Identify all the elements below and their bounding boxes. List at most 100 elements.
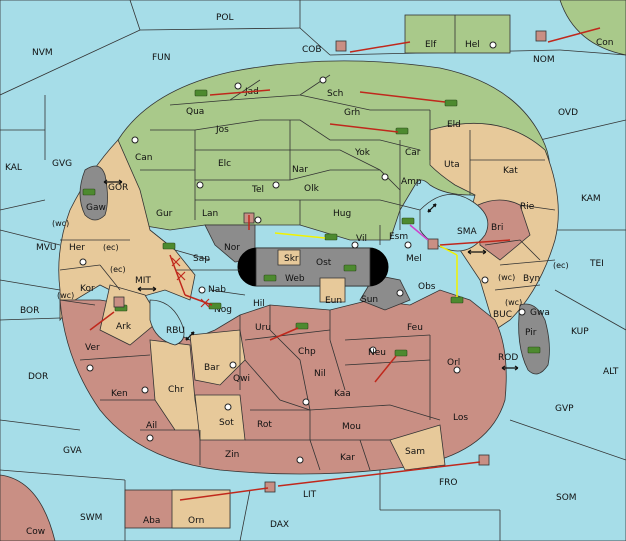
label-wc2: (wc) xyxy=(57,291,74,300)
fleet-icon-LIT xyxy=(264,481,276,493)
arrow-Ver-Ark xyxy=(89,311,115,331)
label-Sot: Sot xyxy=(219,418,234,428)
label-Elf: Elf xyxy=(425,40,437,50)
arrow-support-Vil xyxy=(274,232,326,239)
label-Web: Web xyxy=(285,274,305,284)
label-NOM: NOM xyxy=(533,55,555,65)
label-Hel: Hel xyxy=(465,40,480,50)
label-Her: Her xyxy=(69,243,85,253)
province-Eun[interactable] xyxy=(319,277,346,303)
province-Sam[interactable] xyxy=(389,424,446,471)
label-BUC: BUC xyxy=(493,310,512,320)
label-Pir: Pir xyxy=(525,328,537,338)
arrow-LIT-FRO xyxy=(277,461,481,487)
canal-Mel xyxy=(467,249,487,255)
label-Nab: Nab xyxy=(208,285,226,295)
label-Orl: Orl xyxy=(447,358,460,368)
canal-MIT xyxy=(137,286,157,292)
label-MIT: MIT xyxy=(135,276,151,286)
army-icon-Qua xyxy=(194,89,208,97)
label-Lan: Lan xyxy=(202,209,218,219)
label-Hil: Hil xyxy=(253,299,265,309)
label-GVP: GVP xyxy=(555,404,574,414)
label-Uru: Uru xyxy=(255,323,271,333)
arrow-Con-NOM xyxy=(547,27,601,43)
label-wc3: (wc) xyxy=(498,273,515,282)
label-ec2: (ec) xyxy=(110,265,126,274)
label-Feu: Feu xyxy=(407,323,423,333)
void-marker-Nab xyxy=(176,271,186,281)
label-Nor: Nor xyxy=(224,243,240,253)
label-Cow: Cow xyxy=(26,527,45,537)
label-Qwi: Qwi xyxy=(233,374,250,384)
label-Sap: Sap xyxy=(193,254,210,264)
label-Ken: Ken xyxy=(111,389,128,399)
province-RBU-inlet xyxy=(149,299,185,346)
canal-markers xyxy=(103,179,519,371)
label-Byn: Byn xyxy=(523,274,540,284)
label-GOR: GOR xyxy=(108,183,128,193)
army-icon-Neu xyxy=(394,349,408,357)
label-Gwa: Gwa xyxy=(530,308,550,318)
void-marker-Sap xyxy=(171,257,181,267)
label-Can: Can xyxy=(135,153,153,163)
void-marker-Nog xyxy=(200,298,210,308)
label-Ost: Ost xyxy=(316,258,332,268)
label-Chp: Chp xyxy=(298,347,316,357)
arrow-Jad-Qua xyxy=(209,89,271,96)
label-Nog: Nog xyxy=(214,305,232,315)
label-Con: Con xyxy=(596,38,614,48)
label-OVD: OVD xyxy=(558,108,578,118)
province-Bri[interactable] xyxy=(477,199,531,261)
province-Bar[interactable] xyxy=(189,329,246,386)
army-icon-Vil xyxy=(324,233,338,241)
region-green xyxy=(117,60,551,241)
province-Skr[interactable] xyxy=(277,249,301,266)
army-icon-Sap xyxy=(162,242,176,250)
arrow-Orn-LIT xyxy=(179,487,269,501)
label-wc1: (wc) xyxy=(52,219,69,228)
fleet-icon-Ark xyxy=(113,296,125,308)
arrow-Nab-Nog xyxy=(184,294,213,306)
province-Pir[interactable] xyxy=(518,303,550,375)
label-Gaw: Gaw xyxy=(86,203,106,213)
canal-GOR xyxy=(103,179,123,185)
fleet-icon-Mel xyxy=(427,238,439,250)
label-Ark: Ark xyxy=(116,322,132,332)
label-Esm: Esm xyxy=(389,232,408,242)
order-arrows xyxy=(89,27,601,501)
label-Ver: Ver xyxy=(85,343,100,353)
label-Qua: Qua xyxy=(186,107,204,117)
label-Eun: Eun xyxy=(325,296,342,306)
label-Kor: Kor xyxy=(80,284,95,294)
label-BOR: BOR xyxy=(20,306,39,316)
label-Rie: Rie xyxy=(520,202,535,212)
label-Kat: Kat xyxy=(503,166,518,176)
label-Mou: Mou xyxy=(342,422,361,432)
label-Zin: Zin xyxy=(225,450,239,460)
arrow-Grh-Car xyxy=(329,123,399,133)
canal-SMA xyxy=(427,203,437,213)
label-FUN: FUN xyxy=(152,53,171,63)
label-Sch: Sch xyxy=(327,89,343,99)
label-Sam: Sam xyxy=(405,447,425,457)
label-POL: POL xyxy=(216,13,234,23)
army-icon-Ost xyxy=(343,264,357,272)
army-icon-Esm xyxy=(401,217,415,225)
label-GVA: GVA xyxy=(63,446,83,456)
label-ALT: ALT xyxy=(603,367,619,377)
label-Yok: Yok xyxy=(354,148,371,158)
label-Elc: Elc xyxy=(218,159,231,169)
province-Orn[interactable] xyxy=(171,489,231,529)
arrow-Elf-COB xyxy=(349,41,411,53)
label-RBU: RBU xyxy=(166,326,185,336)
label-COB: COB xyxy=(302,45,322,55)
label-KAL: KAL xyxy=(5,163,22,173)
label-Gur: Gur xyxy=(156,209,173,219)
label-Jos: Jos xyxy=(215,125,229,135)
label-Olk: Olk xyxy=(304,184,320,194)
label-GVG: GVG xyxy=(52,159,72,169)
